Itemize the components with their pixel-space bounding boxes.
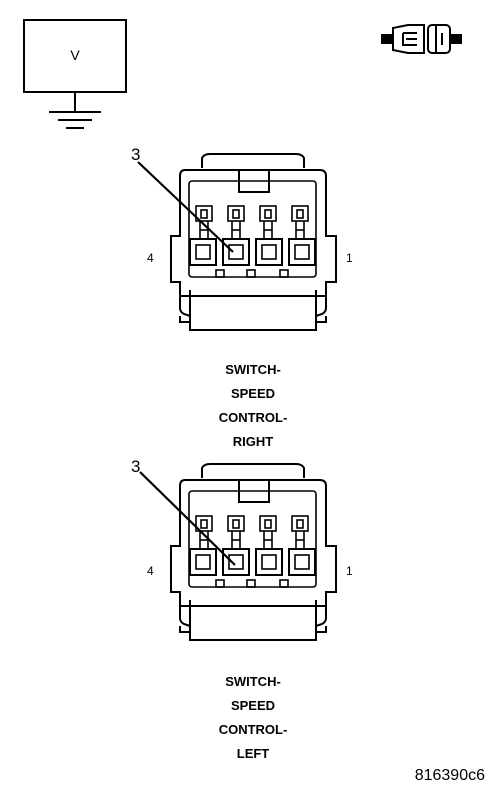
connector-icon [381, 24, 462, 54]
pin-label-right: 1 [346, 564, 353, 578]
caption-line: SWITCH- [225, 362, 281, 377]
callout-number: 3 [131, 145, 140, 164]
caption-line: CONTROL- [219, 722, 288, 737]
connector-left: 3 4 1 SWITCH- SPEED CONTROL- LEFT [131, 457, 353, 761]
callout-number: 3 [131, 457, 140, 476]
pin-label-left: 4 [147, 564, 154, 578]
pin-label-right: 1 [346, 251, 353, 265]
callout-leader [137, 161, 234, 253]
connector-right: 3 4 1 SWITCH- SPEED CONTROL- RIGHT [131, 145, 353, 449]
callout-leader [139, 471, 236, 566]
caption-line: SPEED [231, 698, 275, 713]
connector-right-body [170, 153, 337, 331]
figure-id: 816390c6 [415, 767, 485, 784]
ground-icon [49, 92, 101, 129]
meter-label: V [70, 47, 80, 63]
caption-line: CONTROL- [219, 410, 288, 425]
caption-line: RIGHT [233, 434, 274, 449]
caption-line: SWITCH- [225, 674, 281, 689]
pin-label-left: 4 [147, 251, 154, 265]
caption-line: LEFT [237, 746, 270, 761]
connector-left-body [170, 463, 337, 641]
caption-line: SPEED [231, 386, 275, 401]
